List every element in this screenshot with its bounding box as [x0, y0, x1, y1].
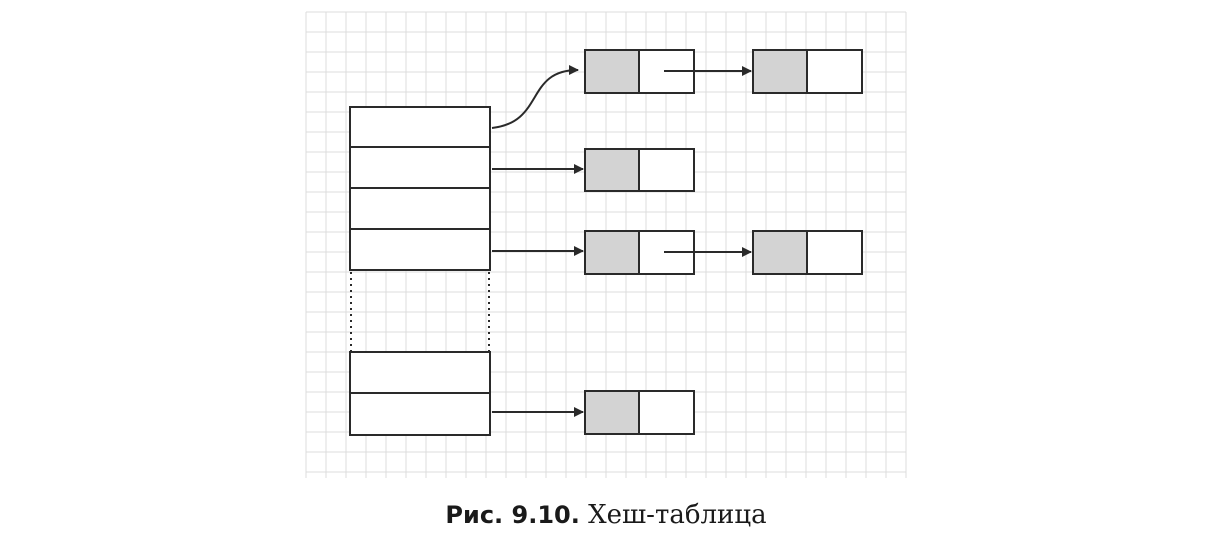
node-pointer-cell	[638, 148, 695, 192]
node-key-cell	[584, 49, 640, 94]
list-node	[752, 230, 863, 275]
node-key-cell	[752, 49, 808, 94]
table-slot-n	[349, 392, 491, 436]
list-node	[752, 49, 863, 94]
node-key-cell	[584, 230, 640, 275]
table-slot-3	[349, 228, 491, 271]
figure-title: Хеш-таблица	[588, 500, 767, 530]
figure-number: Рис. 9.10.	[445, 501, 580, 529]
list-node	[584, 230, 695, 275]
node-key-cell	[584, 390, 640, 435]
table-slot-n-1	[349, 351, 491, 394]
list-node	[584, 390, 695, 435]
chain-nodes	[584, 49, 863, 435]
table-slot-1	[349, 146, 491, 189]
list-node	[584, 148, 695, 192]
table-gap-ellipsis	[350, 272, 490, 352]
table-slot-2	[349, 187, 491, 230]
hash-table-array	[349, 106, 491, 436]
node-pointer-cell	[806, 49, 863, 94]
figure-caption: Рис. 9.10. Хеш-таблица	[0, 500, 1212, 531]
arrow-slot0-to-node	[491, 65, 579, 129]
table-slot-0	[349, 106, 491, 148]
pointer-arrows	[491, 65, 752, 417]
node-pointer-cell	[806, 230, 863, 275]
node-key-cell	[752, 230, 808, 275]
node-key-cell	[584, 148, 640, 192]
hash-table-diagram	[305, 11, 907, 478]
node-pointer-cell	[638, 390, 695, 435]
